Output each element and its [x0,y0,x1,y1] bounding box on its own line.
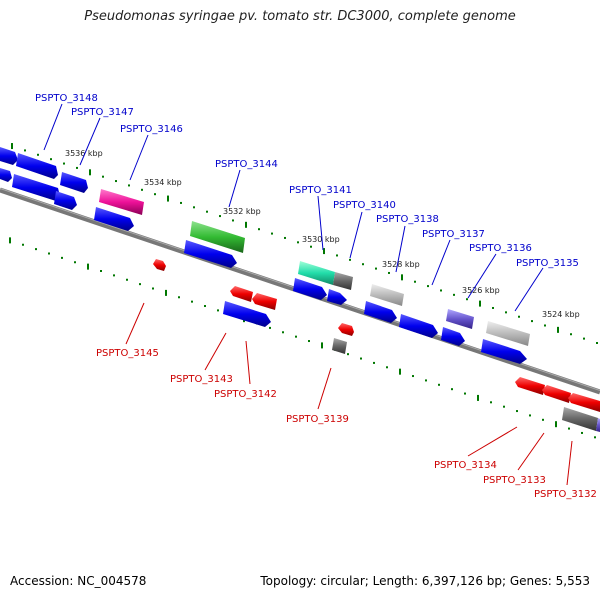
gene-label[interactable]: PSPTO_3132 [534,489,597,500]
gene-feature[interactable] [596,418,600,432]
gene-feature[interactable] [223,301,271,327]
gene-feature[interactable] [60,172,88,193]
gene-feature[interactable] [338,323,354,336]
gene-feature[interactable] [230,286,253,302]
topology-text: Topology: circular; Length: 6,397,126 bp… [260,574,590,588]
gene-label[interactable]: PSPTO_3140 [333,200,396,211]
gene-label[interactable]: PSPTO_3134 [434,460,497,471]
gene-label[interactable]: PSPTO_3143 [170,374,233,385]
leader-lines-bottom [125,302,573,486]
scale-label: 3532 kbp [223,207,261,216]
gene-feature[interactable] [327,289,347,305]
tick-row-upper [11,143,598,344]
gene-feature[interactable] [94,207,134,231]
leader-line [317,367,332,410]
gene-label[interactable]: PSPTO_3144 [215,159,278,170]
gene-labels-top: PSPTO_3148 PSPTO_3147 PSPTO_3146 PSPTO_3… [35,93,579,269]
scale-label: 3528 kbp [382,260,420,269]
leader-line [245,340,251,385]
gene-feature[interactable] [364,301,397,323]
leader-line [514,267,544,312]
gene-feature[interactable] [12,174,60,201]
gene-feature[interactable] [542,385,571,403]
scale-label: 3526 kbp [462,286,500,295]
leader-line [204,332,227,371]
scale-label: 3530 kbp [302,235,340,244]
gene-feature[interactable] [332,338,347,354]
gene-feature[interactable] [153,259,166,271]
gene-feature[interactable] [481,339,527,364]
leader-line [349,211,363,259]
gene-feature[interactable] [441,327,465,346]
gene-feature[interactable] [184,240,237,268]
scale-label: 3534 kbp [144,178,182,187]
gene-feature[interactable] [399,314,438,338]
gene-label[interactable]: PSPTO_3145 [96,348,159,359]
gene-feature[interactable] [568,393,600,412]
gene-feature[interactable] [16,153,58,179]
gene-feature[interactable] [562,407,598,431]
gene-feature[interactable] [99,189,144,215]
gene-label[interactable]: PSPTO_3148 [35,93,98,104]
gene-feature[interactable] [0,168,12,182]
gene-label[interactable]: PSPTO_3147 [71,107,134,118]
forward-genes-row2 [0,168,527,364]
leader-line [317,195,324,251]
forward-genes-row1 [0,147,530,346]
leader-line [129,134,149,181]
gene-feature[interactable] [333,272,353,290]
leader-line [79,117,101,166]
gene-feature[interactable] [446,309,474,329]
gene-label[interactable]: PSPTO_3138 [376,214,439,225]
scale-label: 3536 kbp [65,149,103,158]
leader-line [43,103,63,151]
gene-feature[interactable] [54,191,77,210]
gene-feature[interactable] [486,321,530,346]
leader-lines-top [43,103,544,312]
gene-feature[interactable] [293,278,327,300]
gene-label[interactable]: PSPTO_3133 [483,475,546,486]
gene-label[interactable]: PSPTO_3137 [422,229,485,240]
leader-line [228,169,241,208]
gene-label[interactable]: PSPTO_3135 [516,258,579,269]
leader-line [431,239,451,286]
gene-feature[interactable] [515,377,545,395]
leader-line [566,440,573,486]
leader-line [467,253,497,299]
gene-labels-bottom: PSPTO_3145 PSPTO_3143 PSPTO_3142 PSPTO_3… [96,348,597,500]
gene-label[interactable]: PSPTO_3136 [469,243,532,254]
reverse-genes [153,259,600,432]
gene-feature[interactable] [190,221,245,253]
accession-text: Accession: NC_004578 [10,574,147,588]
gene-label[interactable]: PSPTO_3141 [289,185,352,196]
leader-line [467,426,518,457]
gene-label[interactable]: PSPTO_3142 [214,389,277,400]
gene-feature[interactable] [0,147,18,165]
scale-labels: 3536 kbp 3534 kbp 3532 kbp 3530 kbp 3528… [65,149,580,319]
gene-label[interactable]: PSPTO_3139 [286,414,349,425]
map-title: Pseudomonas syringae pv. tomato str. DC3… [84,9,516,24]
gene-feature[interactable] [370,284,404,306]
gene-feature[interactable] [298,261,335,285]
leader-line [395,225,406,273]
scale-label: 3524 kbp [542,310,580,319]
leader-line [125,302,145,345]
gene-label[interactable]: PSPTO_3146 [120,124,183,135]
gene-feature[interactable] [252,293,277,310]
leader-line [517,432,545,471]
